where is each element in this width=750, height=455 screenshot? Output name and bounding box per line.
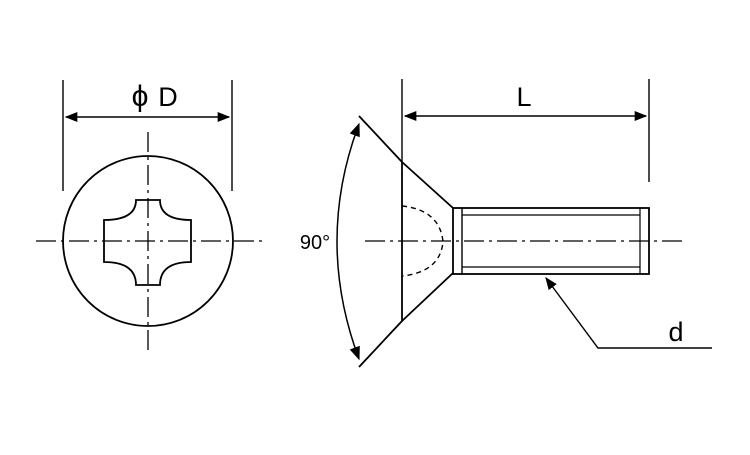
angle-label: 90° <box>300 232 330 254</box>
head-cone-bottom <box>401 272 454 322</box>
angle-arc <box>336 122 360 361</box>
phillips-recess <box>103 199 192 286</box>
head-cone-top <box>401 161 454 209</box>
recess-hidden-line <box>401 205 444 277</box>
thread-label: d <box>668 317 683 347</box>
diameter-symbol: ϕ <box>132 80 149 113</box>
diameter-label: D <box>158 82 178 112</box>
length-label: L <box>516 82 531 112</box>
thread-leader-line <box>545 276 712 349</box>
top-view: ϕ D <box>36 80 262 355</box>
side-view: L 90° d <box>300 79 712 368</box>
